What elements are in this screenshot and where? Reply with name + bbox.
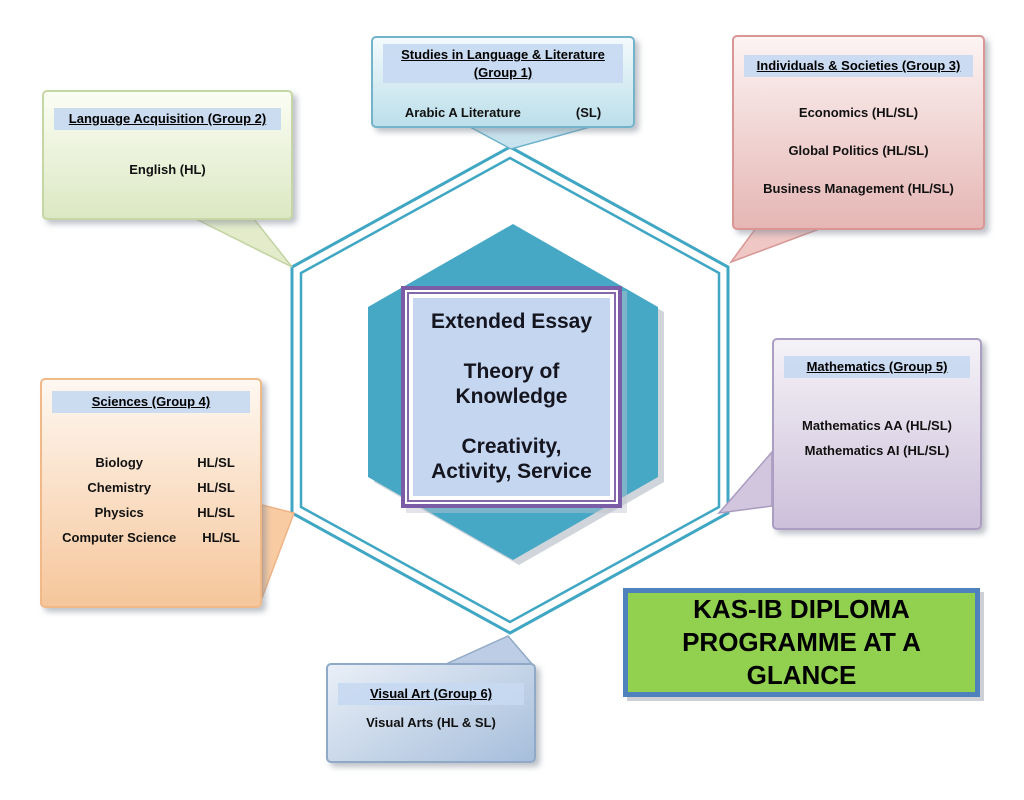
callout-tail-group6 [445,635,534,665]
group5-subject: Mathematics AA (HL/SL) [802,417,952,433]
group3-header: Individuals & Societies (Group 3) [744,55,973,77]
callout-tail-group3 [728,227,823,264]
group6-subject: Visual Arts (HL & SL) [366,714,496,730]
callout-group3-individuals-societies: Individuals & Societies (Group 3) Econom… [732,35,985,230]
callout-group4-sciences: Sciences (Group 4) Biology HL/SL Chemist… [40,378,262,608]
group4-subject-level: HL/SL [197,479,235,495]
group4-subject: Biology [95,454,144,470]
group4-subject: Computer Science [62,529,177,545]
group6-header: Visual Art (Group 6) [338,683,524,705]
group3-subject: Global Politics (HL/SL) [788,142,929,158]
group5-subject: Mathematics AI (HL/SL) [804,442,950,458]
group4-subject-row: Biology HL/SL [42,455,260,470]
callout-group6-visual-art: Visual Art (Group 6) Visual Arts (HL & S… [326,663,536,763]
programme-title-banner: KAS-IB DIPLOMA PROGRAMME AT A GLANCE [623,588,980,697]
callout-tail-group1 [469,126,591,150]
group4-subject-row: Computer Science HL/SL [42,530,260,545]
group3-subject: Economics (HL/SL) [798,104,919,120]
hexagon-outline-inner [299,156,721,624]
core-line-theory-of-knowledge: Theory of Knowledge [455,359,568,409]
core-panel-fill: Extended Essay Theory of Knowledge Creat… [413,298,610,496]
group1-header: Studies in Language & Literature (Group … [383,44,623,84]
group2-header: Language Acquisition (Group 2) [54,108,281,130]
core-panel-frame: Extended Essay Theory of Knowledge Creat… [407,292,616,502]
group4-subject-row: Chemistry HL/SL [42,480,260,495]
callout-group5-mathematics: Mathematics (Group 5) Mathematics AA (HL… [772,338,982,530]
group4-subject-level: HL/SL [197,504,235,520]
callout-group1-language-literature: Studies in Language & Literature (Group … [371,36,635,128]
group4-subject: Physics [94,504,144,520]
group3-subject: Business Management (HL/SL) [763,180,954,196]
group1-subject: Arabic A Literature [404,105,521,121]
group1-subject-level: (SL) [575,105,602,121]
callout-group2-language-acquisition: Language Acquisition (Group 2) English (… [42,90,293,220]
group4-subject-level: HL/SL [202,529,240,545]
group4-subject-row: Physics HL/SL [42,505,260,520]
callout-tail-group2 [195,218,293,268]
group2-subject: English (HL) [129,161,206,177]
callout-tail-group4 [261,504,295,599]
group4-subject-level: HL/SL [197,454,235,470]
core-line-extended-essay: Extended Essay [430,309,593,333]
group5-header: Mathematics (Group 5) [784,356,970,378]
core-line-creativity-activity-service: Creativity, Activity, Service [431,434,592,484]
group4-subject: Chemistry [87,479,151,495]
group4-header: Sciences (Group 4) [52,391,250,413]
core-panel: Extended Essay Theory of Knowledge Creat… [401,286,622,508]
